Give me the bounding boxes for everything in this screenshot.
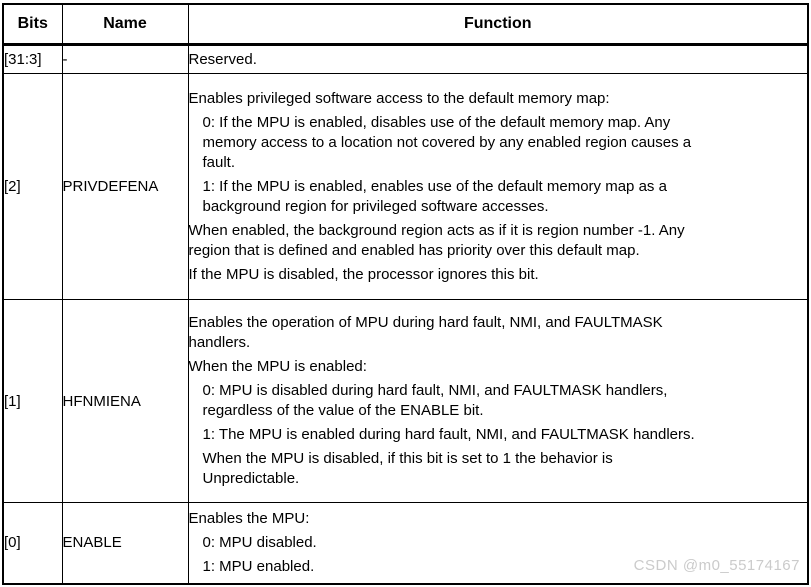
- function-line: 0: MPU is disabled during hard fault, NM…: [202, 382, 668, 399]
- function-line: regardless of the value of the ENABLE bi…: [202, 402, 484, 419]
- table-header-row: Bits Name Function: [2, 3, 809, 46]
- header-name: Name: [61, 3, 189, 46]
- function-cell: Enables the operation of MPU during hard…: [187, 299, 809, 503]
- table-row-enable: [0] ENABLE Enables the MPU: 0: MPU disab…: [2, 502, 809, 584]
- function-line: Enables the MPU:: [188, 509, 310, 527]
- name-cell: PRIVDEFENA: [61, 73, 189, 300]
- function-cell: Reserved.: [187, 44, 809, 74]
- function-cell: Enables privileged software access to th…: [187, 73, 809, 300]
- bits-cell: [2]: [2, 73, 63, 300]
- function-line: 1: MPU enabled.: [202, 557, 315, 575]
- function-line: 1: The MPU is enabled during hard fault,…: [202, 426, 695, 443]
- name-cell: ENABLE: [61, 502, 189, 584]
- bits-cell: [0]: [2, 502, 63, 584]
- function-line: background region for privileged softwar…: [202, 197, 549, 215]
- function-line: When the MPU is disabled, if this bit is…: [202, 450, 613, 467]
- register-bits-table: Bits Name Function [31:3] - Reserved. [2…: [2, 3, 809, 585]
- function-line: 1: If the MPU is enabled, enables use of…: [202, 177, 667, 195]
- function-line: If the MPU is disabled, the processor ig…: [188, 265, 539, 283]
- function-line: When enabled, the background region acts…: [188, 221, 685, 239]
- function-line: Enables privileged software access to th…: [188, 89, 610, 107]
- bits-cell: [31:3]: [2, 44, 63, 74]
- header-bits: Bits: [2, 3, 63, 46]
- table-row-privdefena: [2] PRIVDEFENA Enables privileged softwa…: [2, 73, 809, 300]
- csdn-watermark: CSDN @m0_55174167: [633, 557, 800, 574]
- table-row-hfnmiena: [1] HFNMIENA Enables the operation of MP…: [2, 299, 809, 503]
- name-cell: -: [61, 44, 189, 74]
- bits-cell: [1]: [2, 299, 63, 503]
- function-line: Unpredictable.: [202, 470, 300, 487]
- name-cell: HFNMIENA: [61, 299, 189, 503]
- function-cell: Enables the MPU: 0: MPU disabled. 1: MPU…: [187, 502, 809, 584]
- function-line: 0: MPU disabled.: [202, 533, 317, 551]
- table-row-reserved: [31:3] - Reserved.: [2, 44, 809, 74]
- function-line: memory access to a location not covered …: [202, 133, 692, 151]
- function-line: handlers.: [188, 334, 251, 351]
- function-line: When the MPU is enabled:: [188, 358, 367, 375]
- function-line: Enables the operation of MPU during hard…: [188, 314, 663, 331]
- function-line: fault.: [202, 153, 236, 171]
- function-line: region that is defined and enabled has p…: [188, 241, 640, 259]
- header-function: Function: [187, 3, 809, 46]
- function-line: Reserved.: [188, 50, 257, 68]
- function-line: 0: If the MPU is enabled, disables use o…: [202, 113, 671, 131]
